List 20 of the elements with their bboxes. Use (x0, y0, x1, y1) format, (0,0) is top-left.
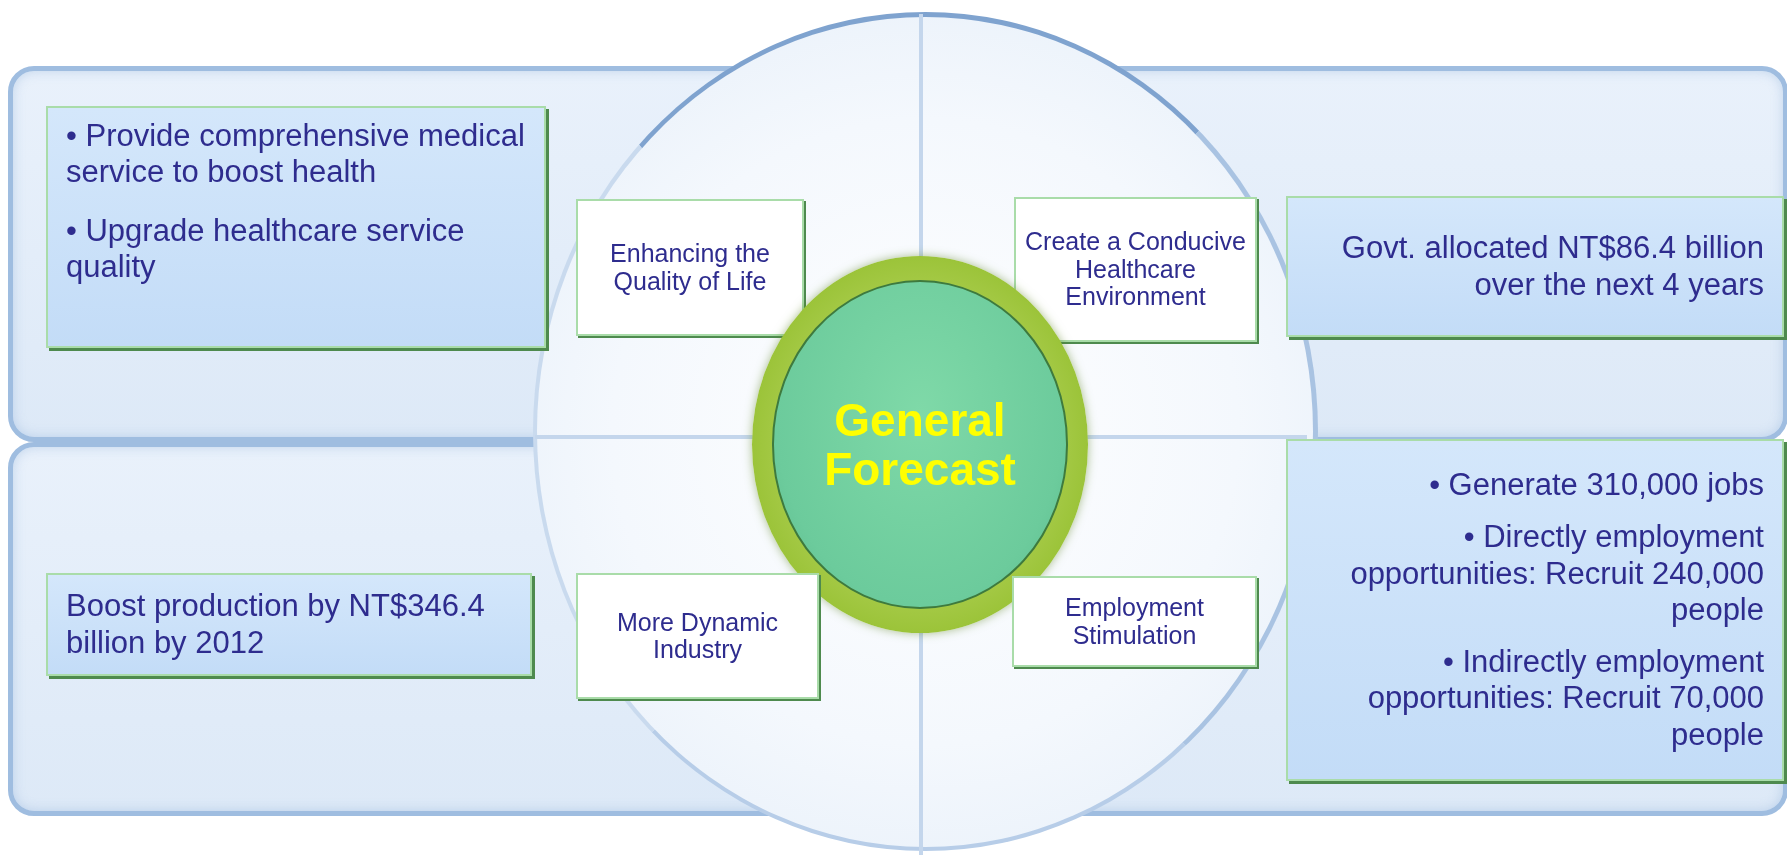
bullet-item: • Provide comprehensive medical service to boost health (66, 118, 526, 191)
note-text: Boost production by NT$346.4 billion by 2012 (66, 588, 486, 661)
bullet-item: • Directly employment opportunities: Recruit 240,000 people (1349, 519, 1764, 629)
center-title: General Forecast (823, 396, 1017, 493)
bullet-item: • Upgrade healthcare service quality (66, 212, 466, 286)
label-text: Enhancing the Quality of Life (609, 240, 771, 295)
text-panel (46, 573, 532, 676)
note-text: Govt. allocated NT$86.4 billion over the next 4 years (1340, 230, 1764, 303)
text-panel (46, 106, 546, 348)
label-text: Create a Conducive Healthcare Environment (1024, 228, 1247, 311)
label-box (1014, 197, 1257, 342)
label-box (576, 199, 804, 336)
text-panel (1286, 439, 1784, 781)
label-box (576, 573, 819, 699)
bullet-item: • Generate 310,000 jobs (1428, 467, 1764, 504)
bullet-item: • Indirectly employment opportunities: Recruit 70,000 people (1366, 644, 1764, 753)
label-text: More Dynamic Industry (615, 608, 780, 664)
label-text: Employment Stimulation (1064, 594, 1205, 649)
text-panel (1286, 196, 1784, 337)
label-box (1012, 576, 1257, 667)
